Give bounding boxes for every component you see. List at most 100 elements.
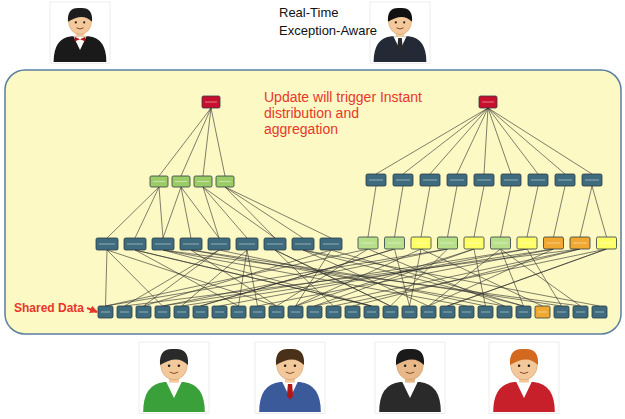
- leader-arrow: [87, 308, 97, 312]
- data-box: [440, 306, 455, 318]
- tree-link: [247, 250, 258, 306]
- person-mouth: [520, 372, 528, 373]
- data-box: [307, 306, 322, 318]
- tree-link: [107, 187, 159, 238]
- data-box: [231, 306, 246, 318]
- person-tie: [397, 38, 402, 51]
- box-mark: [120, 312, 129, 313]
- person-hair: [388, 8, 412, 22]
- data-box: [528, 174, 548, 186]
- person-collar: [516, 382, 531, 398]
- data-box: [155, 306, 170, 318]
- data-box: [180, 238, 202, 250]
- data-box: [194, 176, 212, 187]
- person-eye: [404, 365, 407, 368]
- tree-link: [488, 108, 592, 174]
- tree-link: [203, 187, 219, 238]
- data-box: [320, 238, 342, 250]
- tree-link: [580, 186, 592, 237]
- tree-link: [353, 249, 581, 306]
- person-eye: [395, 21, 397, 23]
- tree-link: [125, 249, 581, 306]
- box-mark: [127, 244, 143, 245]
- data-box: [447, 174, 467, 186]
- box-mark: [576, 312, 585, 313]
- tree-link: [159, 108, 211, 176]
- data-box: [491, 237, 511, 249]
- box-mark: [494, 243, 508, 244]
- box-mark: [538, 312, 547, 313]
- box-mark: [424, 312, 433, 313]
- tree-link: [203, 108, 211, 176]
- tree-link: [592, 186, 607, 237]
- tree-link: [225, 187, 303, 238]
- person-mouth: [76, 28, 83, 29]
- data-box: [117, 306, 132, 318]
- tree-link: [484, 108, 488, 174]
- box-mark: [396, 180, 410, 181]
- person-bowtie: [75, 37, 86, 42]
- person-eye: [178, 365, 181, 368]
- shared-panel: [5, 70, 621, 334]
- tree-link: [448, 249, 607, 306]
- box-mark: [500, 312, 509, 313]
- data-box: [136, 306, 151, 318]
- box-mark: [595, 312, 604, 313]
- box-mark: [253, 312, 262, 313]
- tree-link: [448, 186, 458, 237]
- box-mark: [272, 312, 281, 313]
- data-box: [236, 238, 258, 250]
- data-box: [582, 174, 602, 186]
- tree-link: [211, 108, 225, 176]
- data-box: [208, 238, 230, 250]
- box-mark: [348, 312, 357, 313]
- tree-link: [258, 249, 554, 306]
- data-box: [383, 306, 398, 318]
- person-frame: [489, 342, 559, 413]
- person-hair: [68, 8, 92, 22]
- person-eye: [403, 21, 405, 23]
- box-mark: [177, 312, 186, 313]
- person-eye: [294, 365, 297, 368]
- tree-link: [225, 187, 331, 238]
- data-box: [98, 306, 113, 318]
- data-box: [364, 306, 379, 318]
- tree-link: [527, 186, 538, 237]
- tree-link: [368, 186, 376, 237]
- box-mark: [310, 312, 319, 313]
- person-frame: [255, 342, 325, 413]
- data-box: [393, 174, 413, 186]
- tree-link: [474, 186, 484, 237]
- person-body: [143, 382, 205, 412]
- box-mark: [369, 180, 383, 181]
- data-box: [358, 237, 378, 249]
- data-box: [478, 306, 493, 318]
- person-eye: [528, 365, 531, 368]
- tree-link: [527, 249, 562, 306]
- data-box: [555, 174, 575, 186]
- tree-link: [201, 249, 395, 306]
- box-mark: [219, 181, 231, 182]
- box-mark: [482, 102, 494, 103]
- tree-link: [163, 250, 467, 306]
- person-eye: [518, 365, 521, 368]
- data-box: [497, 306, 512, 318]
- tree-link: [239, 250, 248, 306]
- data-box: [501, 174, 521, 186]
- data-box: [345, 306, 360, 318]
- data-box: [172, 176, 190, 187]
- person-frame: [375, 342, 445, 413]
- box-mark: [196, 312, 205, 313]
- box-mark: [211, 244, 227, 245]
- box-mark: [205, 102, 217, 103]
- box-mark: [443, 312, 452, 313]
- box-mark: [295, 244, 311, 245]
- data-box: [216, 176, 234, 187]
- data-box: [479, 96, 497, 108]
- person-collar: [402, 382, 417, 398]
- tree-link: [159, 187, 163, 238]
- box-mark: [99, 244, 115, 245]
- box-mark: [388, 243, 402, 244]
